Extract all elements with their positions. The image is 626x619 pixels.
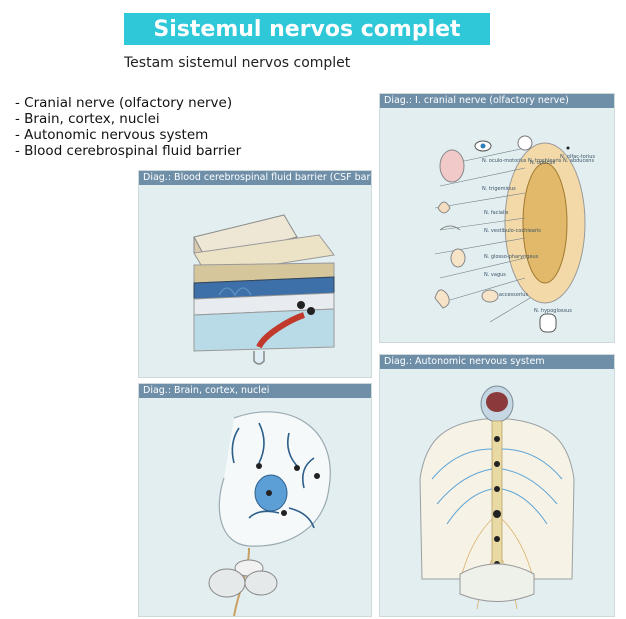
list-item: - Blood cerebrospinal fluid barrier	[15, 143, 242, 159]
panel-header: Diag.: I. cranial nerve (olfactory nerve…	[380, 94, 614, 108]
autonomic-nervous-panel: Diag.: Autonomic nervous system	[379, 354, 615, 617]
page-title-banner: Sistemul nervos complet	[124, 13, 490, 45]
test-list: - Cranial nerve (olfactory nerve) - Brai…	[15, 95, 241, 159]
nerve-label: N. trigeminus	[482, 186, 516, 192]
brain-cortex-panel: Diag.: Brain, cortex, nuclei	[138, 383, 372, 617]
nerve-label: N. olfac-torius	[560, 154, 595, 160]
nerve-label: N. vestibulo-cochlearis	[484, 228, 541, 234]
page-subtitle: Testam sistemul nervos complet	[124, 55, 351, 71]
brain-cortex-illustration	[208, 411, 331, 616]
csf-barrier-illustration	[193, 214, 335, 365]
cranial-nerve-illustration: N. oculo-motorius N. trochlearis N. abdu…	[434, 135, 595, 333]
autonomic-nervous-illustration	[419, 385, 575, 610]
panel-header: Diag.: Autonomic nervous system	[380, 355, 614, 369]
cranial-nerve-panel: Diag.: I. cranial nerve (olfactory nerve…	[379, 93, 615, 343]
nerve-label: N. oculo-motorius N. trochlearis N. abdu…	[482, 158, 594, 164]
nerve-label: N. facialis	[484, 210, 509, 216]
panel-header: Diag.: Blood cerebrospinal fluid barrier…	[139, 171, 371, 185]
nerve-label: N. glosso-pharyngeus	[484, 254, 539, 260]
panel-header: Diag.: Brain, cortex, nuclei	[139, 384, 371, 398]
list-item: - Cranial nerve (olfactory nerve)	[15, 95, 233, 111]
csf-barrier-panel: Diag.: Blood cerebrospinal fluid barrier…	[138, 170, 372, 378]
list-item: - Brain, cortex, nuclei	[15, 111, 160, 127]
nerve-label: N. opticus	[530, 160, 555, 166]
nerve-label: N. accessorius	[492, 292, 528, 298]
nerve-label: N. vagus	[484, 272, 506, 278]
nerve-label: N. hypoglossus	[534, 308, 572, 314]
page-title: Sistemul nervos complet	[153, 16, 461, 42]
list-item: - Autonomic nervous system	[15, 127, 209, 143]
